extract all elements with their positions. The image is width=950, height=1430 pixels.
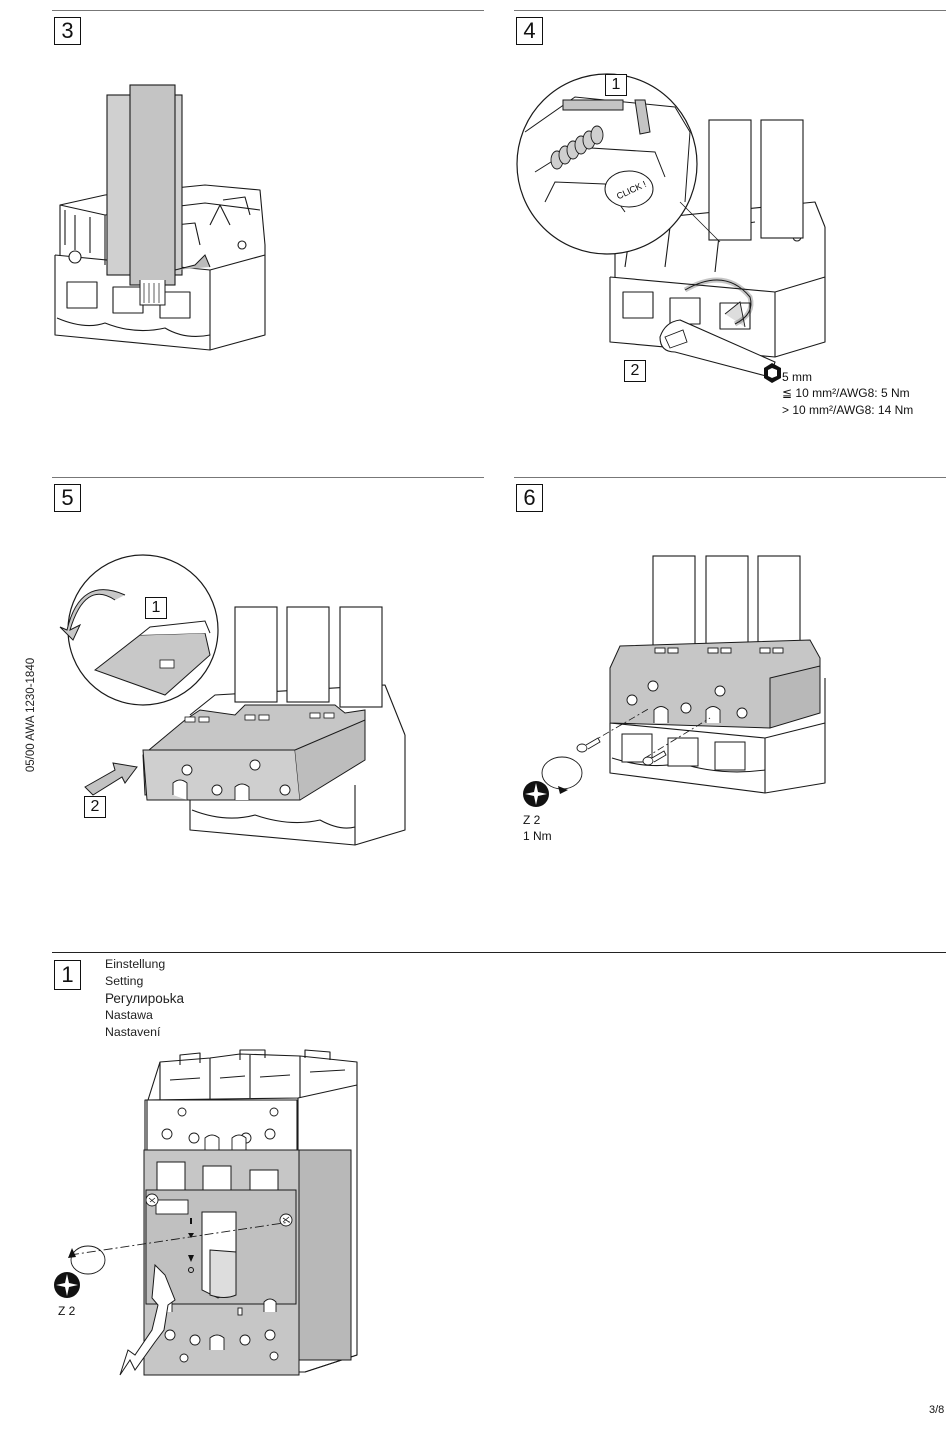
spec-hex-size: 5 mm (782, 370, 812, 384)
step-5-callout-2: 2 (84, 796, 106, 818)
setting-illustration (68, 1049, 358, 1376)
setting-labels: Einstellung Setting Регулиpoьka Nastawa … (105, 956, 184, 1041)
step-5-illustration (59, 554, 406, 846)
step-6-illustration (541, 555, 826, 794)
separator-step-4 (514, 10, 946, 11)
spec-torque-small: ≦ 10 mm²/AWG8: 5 Nm (782, 386, 910, 400)
step-number-5: 5 (54, 484, 81, 512)
setting-label-ru: Регулиpoьka (105, 991, 185, 1006)
setting-label-pl: Nastawa (105, 1008, 153, 1022)
setting-tool: Z 2 (58, 1304, 76, 1318)
step-number-4: 4 (516, 17, 543, 45)
step-6-tool: Z 2 (523, 813, 541, 827)
separator-step-3 (52, 10, 484, 11)
setting-label-de: Einstellung (105, 957, 166, 971)
step-number-6: 6 (516, 484, 543, 512)
phillips-screwdriver-icon (523, 781, 549, 807)
step-4-callout-2: 2 (624, 360, 646, 382)
setting-label-en: Setting (105, 974, 144, 988)
step-5-callout-1: 1 (145, 597, 167, 619)
spec-torque-large: > 10 mm²/AWG8: 14 Nm (782, 403, 914, 417)
step-3-illustration (54, 84, 266, 351)
setting-number: 1 (54, 960, 81, 990)
step-4-illustration: CLICK ! (516, 73, 826, 383)
setting-label-cz: Nastavení (105, 1025, 161, 1039)
separator-step-6 (514, 477, 946, 478)
document-side-code: 05/00 AWA 1230-1840 (25, 657, 37, 773)
step-number-3: 3 (54, 17, 81, 45)
page-number: 3/8 (929, 1404, 945, 1416)
step-4-callout-1: 1 (605, 74, 627, 96)
separator-setting (52, 952, 946, 953)
phillips-screwdriver-icon (54, 1272, 80, 1298)
separator-step-5 (52, 477, 484, 478)
step-6-torque: 1 Nm (523, 829, 552, 843)
